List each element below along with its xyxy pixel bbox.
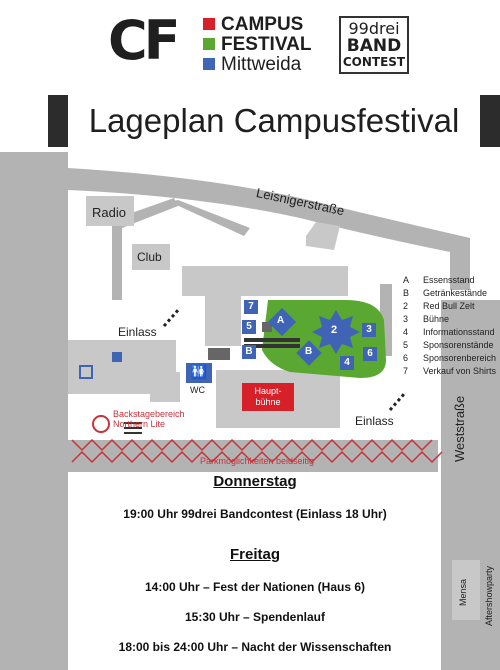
legend-row: 6 Sponsorenbereich bbox=[403, 352, 500, 365]
mensa-label: Mensa bbox=[458, 578, 468, 606]
marker-b2-label: B bbox=[305, 346, 313, 357]
logo-mittweida: Mittweida bbox=[221, 54, 302, 75]
thursday-event-1: 19:00 Uhr 99drei Bandcontest (Einlass 18… bbox=[123, 507, 387, 521]
path-north-lane bbox=[170, 200, 250, 236]
site-map bbox=[0, 152, 500, 670]
marker-6: 6 bbox=[363, 347, 377, 361]
backstage-label: Backstagebereich Northern Lite bbox=[113, 409, 185, 429]
weststrasse-edge bbox=[438, 300, 441, 670]
friday-event-1: 14:00 Uhr – Fest der Nationen (Haus 6) bbox=[144, 580, 366, 594]
parking-label: Parkmöglichkeiten beidseitig bbox=[200, 456, 315, 466]
logo-green-square bbox=[203, 38, 215, 50]
backstage-circle bbox=[92, 415, 110, 433]
legend-label: Bühne bbox=[423, 314, 450, 324]
day-thursday: Donnerstag bbox=[213, 473, 297, 490]
backstage-line1: Backstagebereich bbox=[113, 409, 185, 419]
stage-strip-2 bbox=[244, 344, 300, 348]
marker-7: 7 bbox=[244, 300, 258, 314]
weststrasse-label: Weststraße bbox=[452, 395, 467, 462]
stage-strip-1 bbox=[244, 338, 300, 342]
legend-key: 2 bbox=[403, 301, 409, 311]
lower-road bbox=[68, 462, 438, 472]
legend-row: A Essensstand bbox=[403, 274, 500, 287]
radio-building bbox=[86, 196, 134, 226]
backstage-line2: Northern Lite bbox=[113, 419, 166, 429]
marker-3: 3 bbox=[362, 323, 376, 337]
logo-festival: FESTIVAL bbox=[221, 34, 312, 55]
aftershowparty-label: Aftershowparty bbox=[484, 565, 494, 626]
leisnigerstrasse-road bbox=[68, 168, 470, 290]
backstage-stairs-2 bbox=[124, 427, 142, 429]
marker-dark-2 bbox=[208, 348, 230, 360]
legend-row: 7 Verkauf von Shirts bbox=[403, 365, 500, 378]
legend-key: B bbox=[403, 288, 410, 298]
logo-cf-letters: CF bbox=[108, 9, 181, 72]
central-building bbox=[182, 266, 348, 296]
legend-label: Verkauf von Shirts bbox=[423, 366, 497, 376]
wc-icon: 🚻 bbox=[186, 363, 212, 383]
friday-event-3: 18:00 bis 24:00 Uhr – Nacht der Wissensc… bbox=[118, 640, 392, 654]
marker-2: 2 bbox=[331, 324, 338, 336]
page-title: Lageplan Campusfestival bbox=[88, 102, 460, 139]
central-west-wing bbox=[205, 296, 241, 346]
main-stage-sign: Haupt- bühne bbox=[242, 383, 294, 411]
logo-blue-square bbox=[203, 58, 215, 70]
backstage-building bbox=[150, 372, 180, 402]
legend-key: 3 bbox=[403, 314, 409, 324]
main-stage-line2: bühne bbox=[255, 397, 281, 407]
legend-row: 5 Sponsorenstände bbox=[403, 339, 500, 352]
backstage-stairs-1 bbox=[124, 422, 142, 424]
logo-red-square bbox=[203, 18, 215, 30]
day-friday: Freitag bbox=[229, 546, 280, 563]
title-banner: Lageplan Campusfestival bbox=[48, 95, 500, 147]
legend-label: Sponsorenbereich bbox=[423, 353, 497, 363]
marker-5: 5 bbox=[242, 320, 256, 334]
entrance-right-dash bbox=[388, 393, 406, 411]
entrance-left-dash bbox=[162, 307, 182, 327]
parking-zigzag bbox=[71, 438, 443, 464]
legend-key: A bbox=[403, 275, 410, 285]
legend-label: Getränkestände bbox=[423, 288, 488, 298]
legend-row: B Getränkestände bbox=[403, 287, 500, 300]
friday-event-2: 15:30 Uhr – Spendenlauf bbox=[184, 610, 326, 624]
map-legend: A Essensstand B Getränkestände 2 Red Bull Z… bbox=[403, 274, 500, 378]
legend-key: 5 bbox=[403, 340, 409, 350]
entrance-left-label: Einlass bbox=[118, 325, 157, 339]
legend-row: 3 Bühne bbox=[403, 313, 500, 326]
legend-row: 2 Red Bull Zelt bbox=[403, 300, 500, 313]
marker-4: 4 bbox=[340, 356, 354, 370]
club-label: Club bbox=[137, 250, 162, 264]
band-logo-contest: CONTEST bbox=[342, 55, 406, 69]
wc-label: WC bbox=[190, 385, 205, 395]
mensa-building bbox=[452, 560, 480, 620]
logo-campus: CAMPUS bbox=[221, 14, 304, 35]
main-stage-line1: Haupt- bbox=[254, 386, 282, 396]
legend-row: 4 Informationsstand bbox=[403, 326, 500, 339]
legend-label: Essensstand bbox=[423, 275, 475, 285]
legend-key: 6 bbox=[403, 353, 409, 363]
legend-label: Informationsstand bbox=[423, 327, 495, 337]
band-logo-99drei: 99drei bbox=[348, 19, 400, 38]
band-logo-band: BAND bbox=[346, 36, 402, 56]
legend-key: 7 bbox=[403, 366, 409, 376]
marker-square-1 bbox=[112, 352, 122, 362]
legend-key: 4 bbox=[403, 327, 409, 337]
legend-label: Sponsorenstände bbox=[423, 340, 494, 350]
marker-square-2 bbox=[79, 365, 93, 379]
redbull-tent-icon bbox=[312, 310, 360, 354]
band-contest-logo: 99drei BAND CONTEST bbox=[339, 16, 409, 74]
club-building bbox=[132, 244, 170, 270]
legend-label: Red Bull Zelt bbox=[423, 301, 475, 311]
marker-b1: B bbox=[242, 345, 256, 359]
backstage-stairs-3 bbox=[124, 432, 142, 434]
building-northeast bbox=[306, 222, 340, 250]
radio-label: Radio bbox=[92, 205, 126, 220]
marker-dark-1 bbox=[262, 322, 272, 332]
title-banner-inner: Lageplan Campusfestival bbox=[68, 95, 480, 147]
entrance-right-label: Einlass bbox=[355, 414, 394, 428]
left-road bbox=[0, 152, 68, 670]
marker-a-label: A bbox=[277, 315, 285, 326]
